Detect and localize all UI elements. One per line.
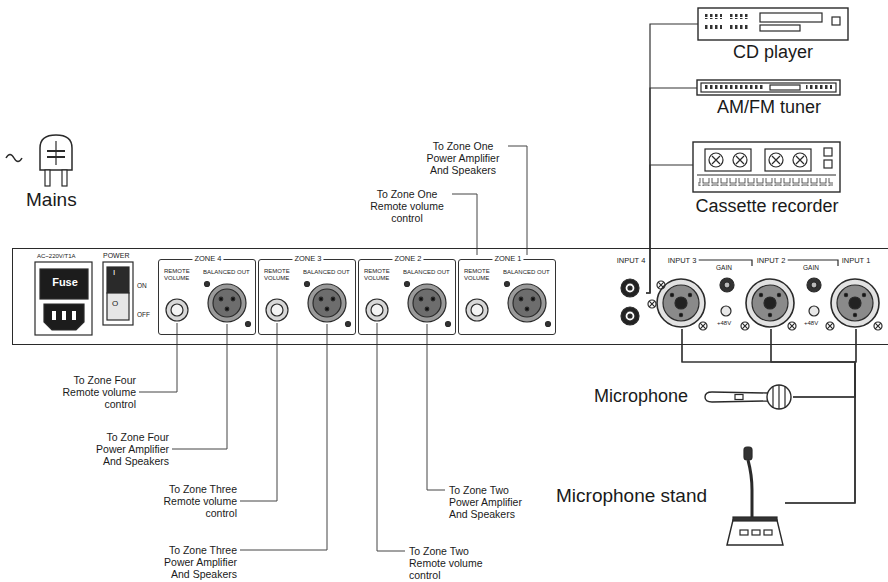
node-label: REMOTE VOLUME [364,268,394,281]
signal-wire [682,329,855,503]
fuse-inlet [35,262,92,335]
callout: To Zone One Power Amplifier And Speakers [421,140,505,176]
node-label: BALANCED OUT [203,269,250,276]
node-label: BALANCED OUT [303,269,350,276]
cassette-illustration [693,142,840,192]
node-label: INPUT 3 [666,257,699,265]
node-label: ZONE 3 [292,255,323,263]
zone-section: ZONE 4REMOTE VOLUMEBALANCED OUT [158,259,256,335]
rca-input: INPUT 4 [616,257,646,329]
control-label: GAIN [716,264,732,271]
combo-input: INPUT 3 [658,257,706,329]
signal-wire [771,329,855,503]
rear-panel: AC~220V/T1A Fuse POWER ON OFF ZONE 4 REMOTE VO… [12,248,888,345]
node-label: CD player [698,43,848,63]
control-label: +48V [717,320,731,327]
node-label: Microphone [594,387,688,407]
node-label: ZONE 2 [392,255,423,263]
control-label: +48V [804,320,818,327]
signal-wire [793,329,856,397]
microphone-stand-illustration [727,447,783,545]
input-jacks [621,260,882,330]
switch-mark: I [113,269,115,278]
node-label: AC~220V/T1A [37,253,76,260]
node-label: REMOTE VOLUME [464,268,494,281]
node-label: BALANCED OUT [403,269,450,276]
microphone: Microphone [594,384,793,412]
callout: To Zone One Remote volume control [365,188,449,224]
node-label: POWER [103,252,129,260]
node-label: ON [137,282,147,289]
signal-wire [682,329,855,397]
node-label: OFF [137,311,150,318]
cd-player: CD player [698,6,848,66]
mains-plug [6,135,72,186]
signal-wire [771,329,855,397]
mains-plug: Mains [24,130,84,215]
node-label: REMOTE VOLUME [164,268,194,281]
zone-section: ZONE 1REMOTE VOLUMEBALANCED OUT [458,259,556,335]
node-label: ZONE 4 [192,255,223,263]
node-label: ZONE 1 [492,255,523,263]
zone-section: ZONE 3REMOTE VOLUMEBALANCED OUT [258,259,356,335]
zone-section: ZONE 2REMOTE VOLUMEBALANCED OUT [358,259,456,335]
node-label: AM/FM tuner [697,98,841,118]
power-switch [103,262,133,325]
node-label: INPUT 4 [615,257,648,265]
signal-wire [646,165,693,293]
node-label: Fuse [41,276,89,288]
node-label: Mains [26,190,77,211]
node-label: Cassette recorder [681,197,853,217]
microphone-stand: Microphone stand [556,446,785,548]
callout: To Zone Three Remote volume control [153,483,237,519]
control-label: GAIN [803,264,819,271]
tuner-illustration [697,80,840,95]
callout: To Zone Two Power Amplifier And Speakers [449,484,539,520]
switch-mark: O [112,300,118,309]
node-label: BALANCED OUT [503,269,550,276]
signal-wire [646,24,698,293]
signal-wire [785,329,856,503]
node-label: INPUT 1 [840,257,873,265]
node-label: INPUT 2 [755,257,788,265]
combo-input: INPUT 1 [832,257,880,329]
node-label: REMOTE VOLUME [264,268,294,281]
callout: To Zone Four Remote volume control [52,374,136,410]
combo-input: INPUT 2 [747,257,795,329]
tuner: AM/FM tuner [697,78,841,120]
cd-player-illustration [698,8,848,40]
callout: To Zone Three Power Amplifier And Speake… [153,544,237,580]
callout: To Zone Two Remote volume control [409,545,493,581]
callout: To Zone Four Power Amplifier And Speaker… [85,431,169,467]
node-label: Microphone stand [556,486,707,507]
microphone-illustration [705,385,791,409]
cassette-recorder: Cassette recorder [693,140,841,220]
